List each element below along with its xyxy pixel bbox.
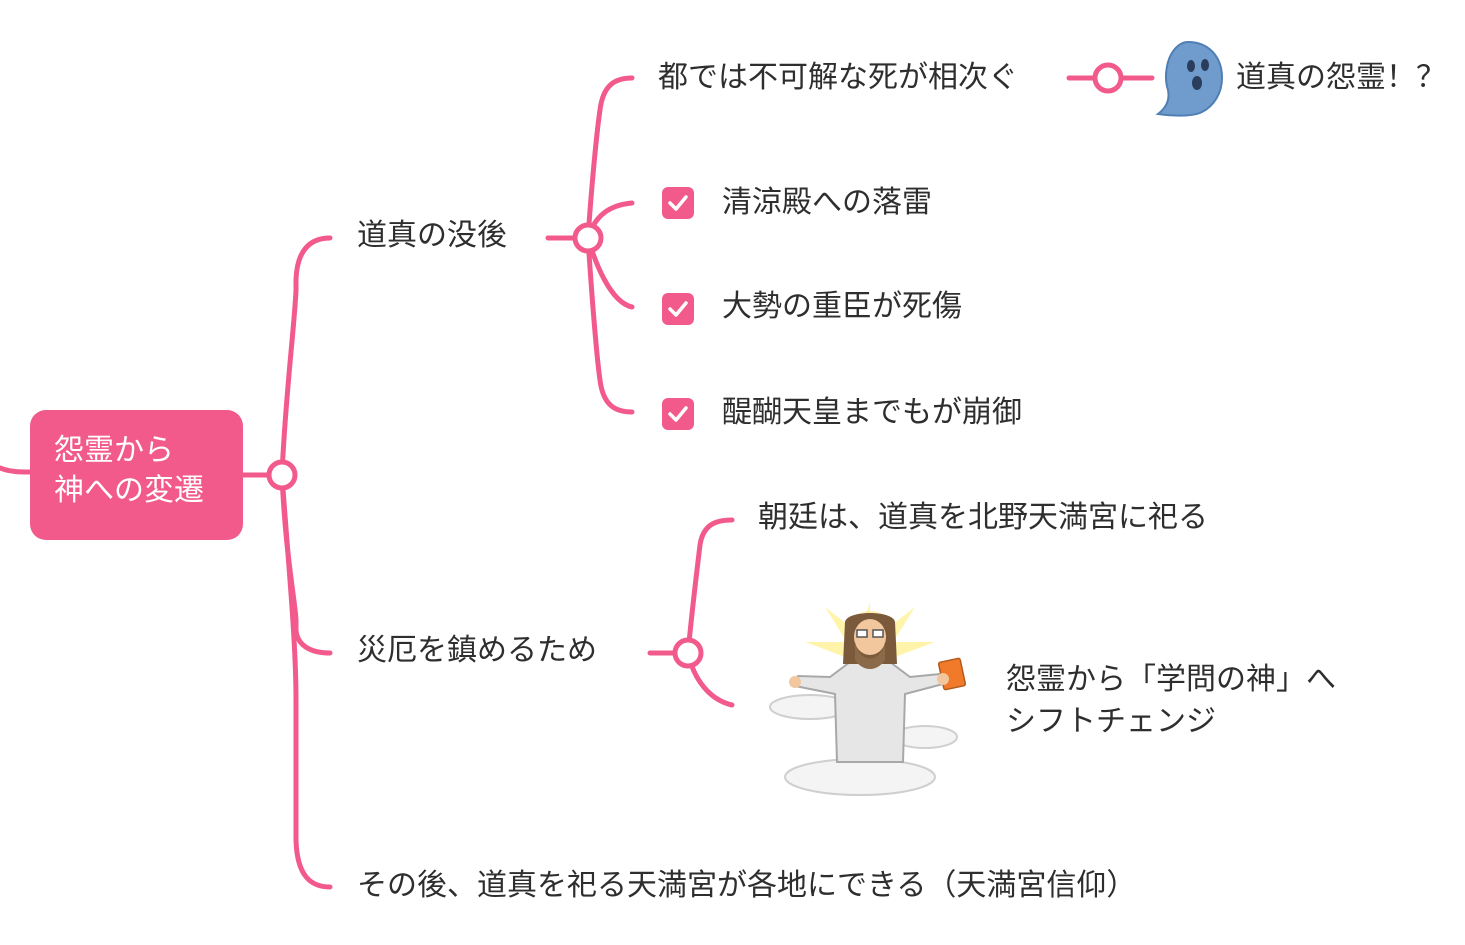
sugawara-deity-illustration xyxy=(769,602,967,796)
topic-mysterious-deaths[interactable]: 都では不可解な死が相次ぐ xyxy=(658,60,1018,95)
ghost-icon xyxy=(1155,40,1224,117)
topic-kitano-enshrine[interactable]: 朝廷は、道真を北野天満宮に祀る xyxy=(758,500,1208,535)
topic-emperor-death[interactable]: 醍醐天皇までもが崩御 xyxy=(722,395,1022,430)
topic-onryo[interactable]: 道真の怨霊！？ xyxy=(1236,60,1446,95)
topic-shift-line2[interactable]: シフトチェンジ xyxy=(1006,704,1216,739)
root-topic-line1: 怨霊から xyxy=(54,433,174,468)
checkbox-checked-icon[interactable] xyxy=(662,293,694,325)
deaths-connector-node[interactable] xyxy=(1092,62,1124,94)
topic-tenmangu-faith[interactable]: その後、道真を祀る天満宮が各地にできる（天満宮信仰） xyxy=(357,868,1137,903)
topic-ministers-casualties[interactable]: 大勢の重臣が死傷 xyxy=(722,289,962,324)
root-topic-line2: 神への変遷 xyxy=(54,473,204,508)
topic-calm-disasters[interactable]: 災厄を鎮めるため xyxy=(357,633,597,668)
root-topic[interactable]: 怨霊から 神への変遷 xyxy=(30,410,243,540)
topic-after-death[interactable]: 道真の没後 xyxy=(357,218,507,253)
topic-shift-line1[interactable]: 怨霊から「学問の神」へ xyxy=(1006,662,1336,697)
topic-lightning-strike[interactable]: 清涼殿への落雷 xyxy=(722,185,932,220)
checkbox-checked-icon[interactable] xyxy=(662,187,694,219)
root-connector-node[interactable] xyxy=(266,459,298,491)
checkbox-checked-icon[interactable] xyxy=(662,398,694,430)
after-death-connector-node[interactable] xyxy=(572,222,604,254)
calm-connector-node[interactable] xyxy=(672,637,704,669)
